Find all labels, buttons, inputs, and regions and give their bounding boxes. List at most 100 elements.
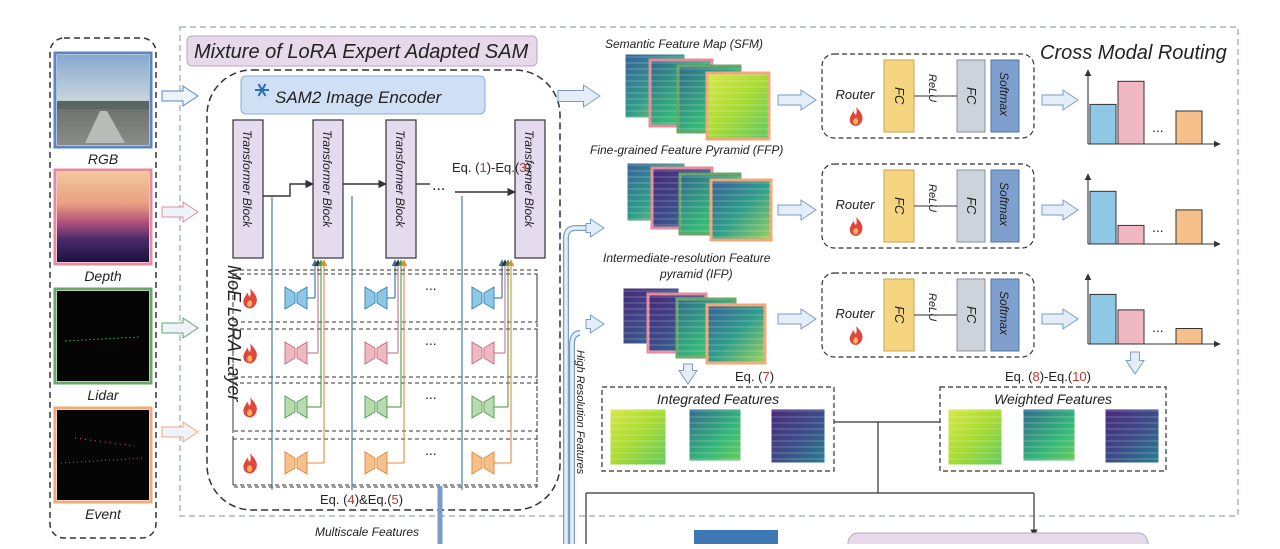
eq-weighted-label: Eq. (8)-Eq.(10) — [1005, 369, 1091, 384]
trainable-flame-icon — [243, 397, 257, 418]
rgb-road — [85, 111, 125, 143]
lora-ellipsis-rgb: ... — [425, 277, 437, 293]
lora-down-projection — [284, 286, 296, 310]
feature-map-texture — [707, 305, 765, 363]
modality-input-arrow-event — [161, 421, 199, 443]
weighted-features-frame — [939, 386, 1167, 472]
rgb-trees — [57, 101, 149, 109]
map-to-router-arrow-2 — [777, 199, 817, 221]
block-arrow-1 — [263, 179, 314, 197]
lora-ellipsis-depth: ... — [425, 332, 437, 348]
map-to-router-arrow-3 — [777, 308, 817, 330]
lora-ellipsis-lidar: ... — [425, 386, 437, 402]
flame-outer — [243, 397, 257, 418]
lora-up-projection — [296, 395, 308, 419]
router-relu-label: ReLU — [926, 74, 938, 102]
feature-map-texture — [1022, 408, 1076, 462]
lora-expert-depth-1 — [284, 341, 308, 365]
ifp-to-integrated-arrow — [678, 363, 698, 385]
lora-up-projection — [483, 451, 495, 475]
router-fc1-label: FC — [892, 197, 907, 215]
router-to-weights-arrow-2 — [1041, 199, 1079, 221]
lora-down-projection — [471, 286, 483, 310]
snowflake-spoke — [257, 83, 267, 97]
router-frame — [821, 272, 1035, 358]
flame-outer — [849, 326, 863, 345]
router-fc1-label: FC — [892, 87, 907, 105]
lora-up-projection — [296, 286, 308, 310]
lora-expert-event-3 — [471, 451, 495, 475]
high-res-to-ifp-arrow — [585, 314, 605, 334]
eq-weighted-label-n1: 8 — [1032, 369, 1039, 384]
lora-expert-rgb-2 — [364, 286, 388, 310]
transformer-block-3: Transformer Block — [385, 119, 417, 259]
lora-expert-lidar-1 — [284, 395, 308, 419]
title-box — [186, 35, 538, 67]
router-fc2-label: FC — [964, 87, 979, 105]
router-frame — [821, 53, 1035, 139]
outer-frame — [179, 26, 1239, 517]
router-to-weights-arrow-1 — [1041, 89, 1079, 111]
sfm-map-4 — [705, 71, 771, 141]
router-label: Router — [835, 197, 875, 212]
high-res-to-ffp-arrow — [585, 218, 605, 238]
routing-weight-bar-2 — [1117, 80, 1145, 145]
weighted-features-label: Weighted Features — [994, 391, 1112, 407]
routing-weight-bar-2 — [1117, 309, 1145, 345]
input-modalities-frame — [49, 37, 157, 539]
transformer-block-label: Transformer Block — [522, 130, 536, 228]
modality-label-depth: Depth — [84, 268, 122, 284]
router-label: Router — [835, 87, 875, 102]
router-softmax-label: Softmax — [997, 182, 1011, 227]
lora-expert-rgb-1 — [284, 286, 308, 310]
lora-down-projection — [364, 341, 376, 365]
multiscale-features-label: Multiscale Features — [315, 525, 419, 539]
lora-up-projection — [376, 286, 388, 310]
router-label: Router — [835, 306, 875, 321]
eq-weighted-label-post: ) — [1087, 369, 1091, 384]
feature-map-texture — [688, 408, 742, 462]
router-fc2 — [956, 169, 986, 243]
router-fc2-label: FC — [964, 197, 979, 215]
encoder-ellipsis: ... — [432, 177, 445, 194]
weighted-map-3 — [1102, 406, 1162, 466]
transformer-block-label: Transformer Block — [240, 130, 254, 228]
flame-inner — [247, 299, 253, 307]
lora-expert-lidar-3 — [471, 395, 495, 419]
sfm-label: Semantic Feature Map (SFM) — [605, 37, 763, 51]
eq-lora-label: Eq. (4)&Eq.(5) — [320, 492, 403, 507]
lora-down-projection — [471, 341, 483, 365]
eq-encoder-label: Eq. (1)-Eq.(3) — [452, 160, 531, 175]
modality-input-arrow-lidar — [161, 317, 199, 339]
lora-down-projection — [284, 341, 296, 365]
lora-up-projection — [483, 341, 495, 365]
lora-down-projection — [364, 395, 376, 419]
router-flame-icon — [849, 107, 863, 126]
eq-integrated-label-n1: 7 — [762, 369, 769, 384]
ifp-label-line1: Intermediate-resolution Feature — [603, 251, 771, 265]
eq-encoder-label-n1: 1 — [479, 160, 486, 175]
ifp-label-line2: pyramid (IFP) — [659, 267, 733, 281]
weighted-map-1 — [945, 406, 1005, 468]
transformer-block-2: Transformer Block — [312, 119, 344, 259]
lora-down-projection — [284, 451, 296, 475]
feature-map-texture — [1104, 408, 1160, 464]
lora-up-projection — [376, 341, 388, 365]
routing-ellipsis: ... — [1152, 319, 1164, 335]
lora-down-projection — [471, 395, 483, 419]
high-res-features-label: High Resolution Features — [574, 350, 586, 475]
modality-input-arrow-depth — [161, 201, 199, 223]
transformer-block-label: Transformer Block — [393, 130, 407, 228]
transformer-block-box — [232, 119, 264, 259]
cross-modal-routing-title: Cross Modal Routing — [1040, 42, 1227, 64]
router-softmax-label: Softmax — [997, 72, 1011, 117]
decoder-block-partial — [694, 530, 778, 549]
ifp-map-4 — [705, 303, 767, 365]
lora-down-projection — [284, 395, 296, 419]
router-1: Router FC ReLU FC Softmax — [821, 53, 1035, 139]
ffp-label: Fine-grained Feature Pyramid (FFP) — [590, 143, 783, 157]
lora-expert-lidar-2 — [364, 395, 388, 419]
